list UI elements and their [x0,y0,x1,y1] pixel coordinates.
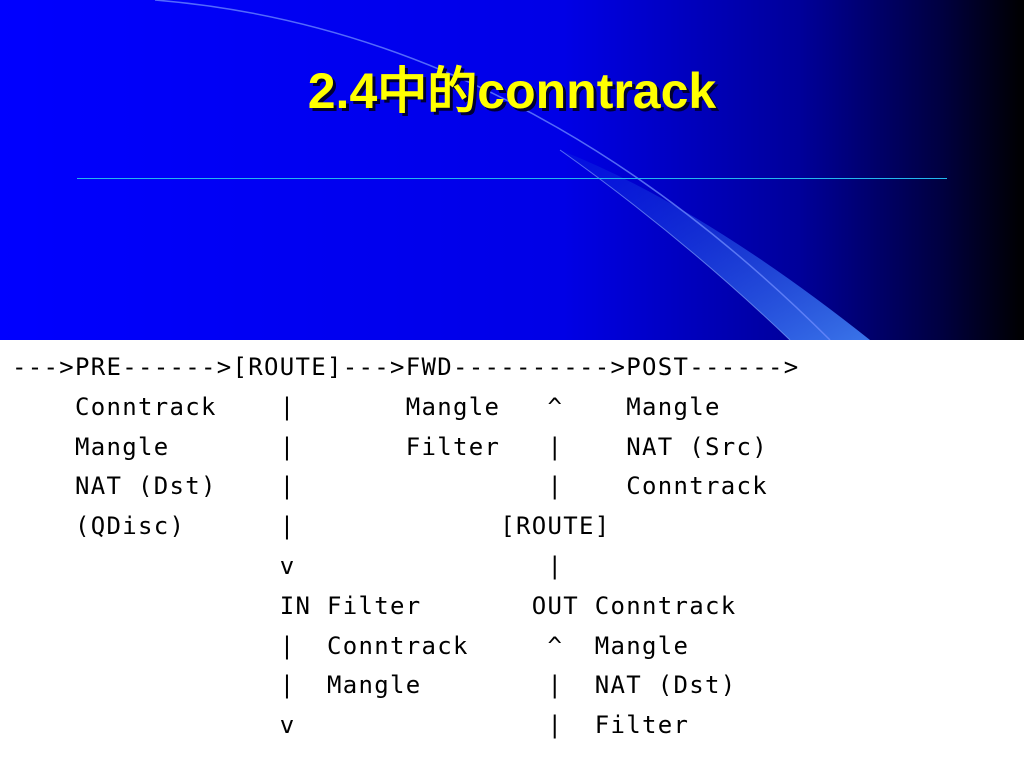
diagram-line: Mangle | Filter | NAT (Src) [12,432,768,461]
diagram-line: | Mangle | NAT (Dst) [12,671,737,700]
title-underline [77,178,947,179]
diagram-line: (QDisc) | [ROUTE] [12,512,611,541]
diagram-line: v | Filter [12,711,690,740]
diagram-line: Conntrack | Mangle ^ Mangle [12,392,721,421]
diagram-line: IN Filter OUT Conntrack [12,591,737,620]
diagram-line: --->PRE------>[ROUTE]--->FWD---------->P… [12,353,800,381]
diagram-line: v | [12,551,564,580]
swoosh-arc [154,0,831,341]
netfilter-flow-diagram: --->PRE------>[ROUTE]--->FWD---------->P… [12,348,799,746]
swoosh-fill [560,150,870,340]
slide-title: 2.4中的conntrack [307,63,717,119]
swoosh-arc-inner [559,149,791,341]
diagram-panel: --->PRE------>[ROUTE]--->FWD---------->P… [0,340,1024,768]
diagram-line: | Conntrack ^ Mangle [12,631,690,660]
diagram-line: NAT (Dst) | | Conntrack [12,472,768,501]
